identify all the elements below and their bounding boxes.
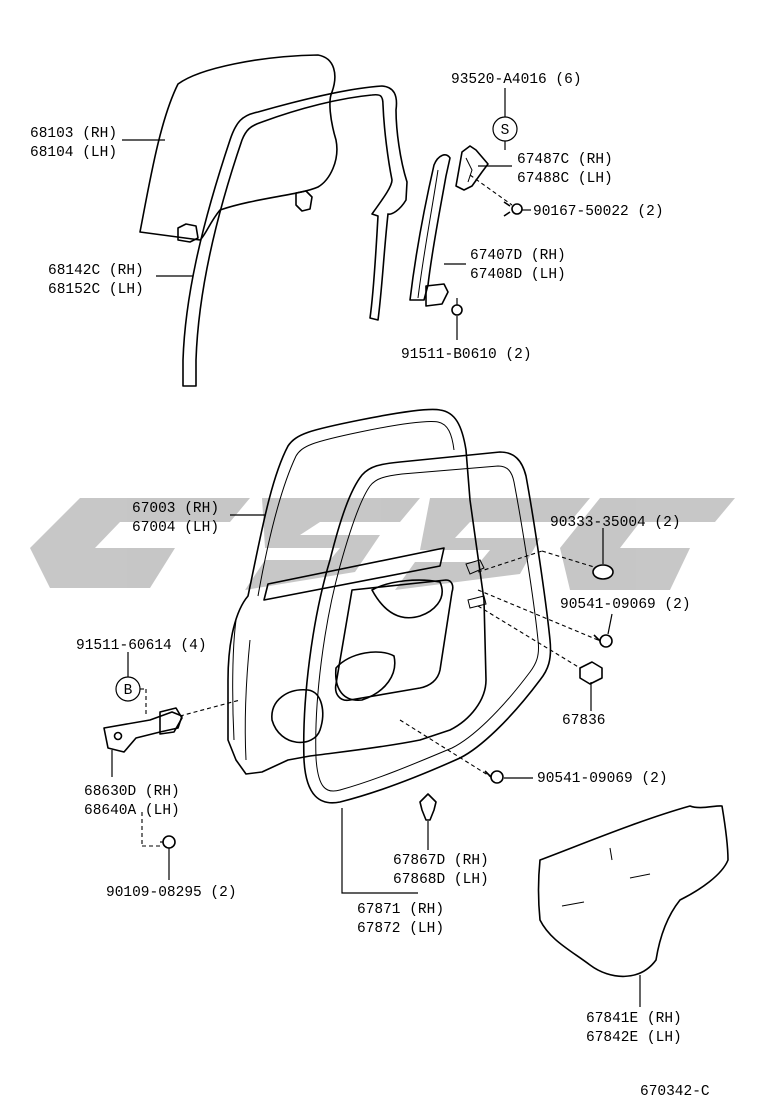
label-90541-lower: 90541-09069 (2) <box>537 771 668 787</box>
label-68152: 68152C (LH) <box>48 282 144 298</box>
door-weatherstrip <box>302 451 552 804</box>
label-67868: 67868D (LH) <box>393 872 489 888</box>
label-90109: 90109-08295 (2) <box>106 885 237 901</box>
label-67841: 67841E (RH) <box>586 1011 682 1027</box>
glass-run-channel <box>182 85 408 387</box>
label-67867: 67867D (RH) <box>393 853 489 869</box>
clip-67867 <box>419 793 437 821</box>
drawing-number: 670342-C <box>640 1084 710 1100</box>
label-93520: 93520-A4016 (6) <box>451 72 582 88</box>
bolt-91511-b0610 <box>451 298 463 316</box>
plug-90333 <box>592 564 614 580</box>
label-68103: 68103 (RH) <box>30 126 117 142</box>
door-glass <box>139 54 338 243</box>
label-90541-upper: 90541-09069 (2) <box>560 597 691 613</box>
label-68104: 68104 (LH) <box>30 145 117 161</box>
label-67407: 67407D (RH) <box>470 248 566 264</box>
label-67408: 67408D (LH) <box>470 267 566 283</box>
callout-b-text: B <box>124 683 133 699</box>
door-panel <box>227 408 487 775</box>
label-67842: 67842E (LH) <box>586 1030 682 1046</box>
callout-s: S <box>492 116 518 142</box>
label-90167: 90167-50022 (2) <box>533 204 664 220</box>
label-68142: 68142C (RH) <box>48 263 144 279</box>
clip-90541-upper <box>593 634 613 648</box>
leader-lines <box>111 88 641 1007</box>
rear-window-channel <box>455 145 489 191</box>
label-67872: 67872 (LH) <box>357 921 444 937</box>
screw-90167 <box>503 201 523 217</box>
service-hole-cover <box>537 805 729 978</box>
label-91511-60614: 91511-60614 (4) <box>76 638 207 654</box>
label-67488: 67488C (LH) <box>517 171 613 187</box>
label-91511-b0610: 91511-B0610 (2) <box>401 347 532 363</box>
label-68630: 68630D (RH) <box>84 784 180 800</box>
label-67871: 67871 (RH) <box>357 902 444 918</box>
part-labels: 68103 (RH) 68104 (LH) 68142C (RH) 68152C… <box>30 72 710 1100</box>
callout-s-text: S <box>501 123 510 139</box>
label-68640: 68640A (LH) <box>84 803 180 819</box>
label-67003: 67003 (RH) <box>132 501 219 517</box>
label-67836: 67836 <box>562 713 606 729</box>
clip-90541-lower <box>484 770 504 784</box>
label-67004: 67004 (LH) <box>132 520 219 536</box>
bolt-90109 <box>160 835 176 849</box>
division-bar <box>409 154 451 307</box>
label-67487: 67487C (RH) <box>517 152 613 168</box>
door-hinge <box>103 707 183 753</box>
stopper-67836 <box>579 661 603 685</box>
label-90333: 90333-35004 (2) <box>550 515 681 531</box>
callout-b: B <box>115 676 141 702</box>
